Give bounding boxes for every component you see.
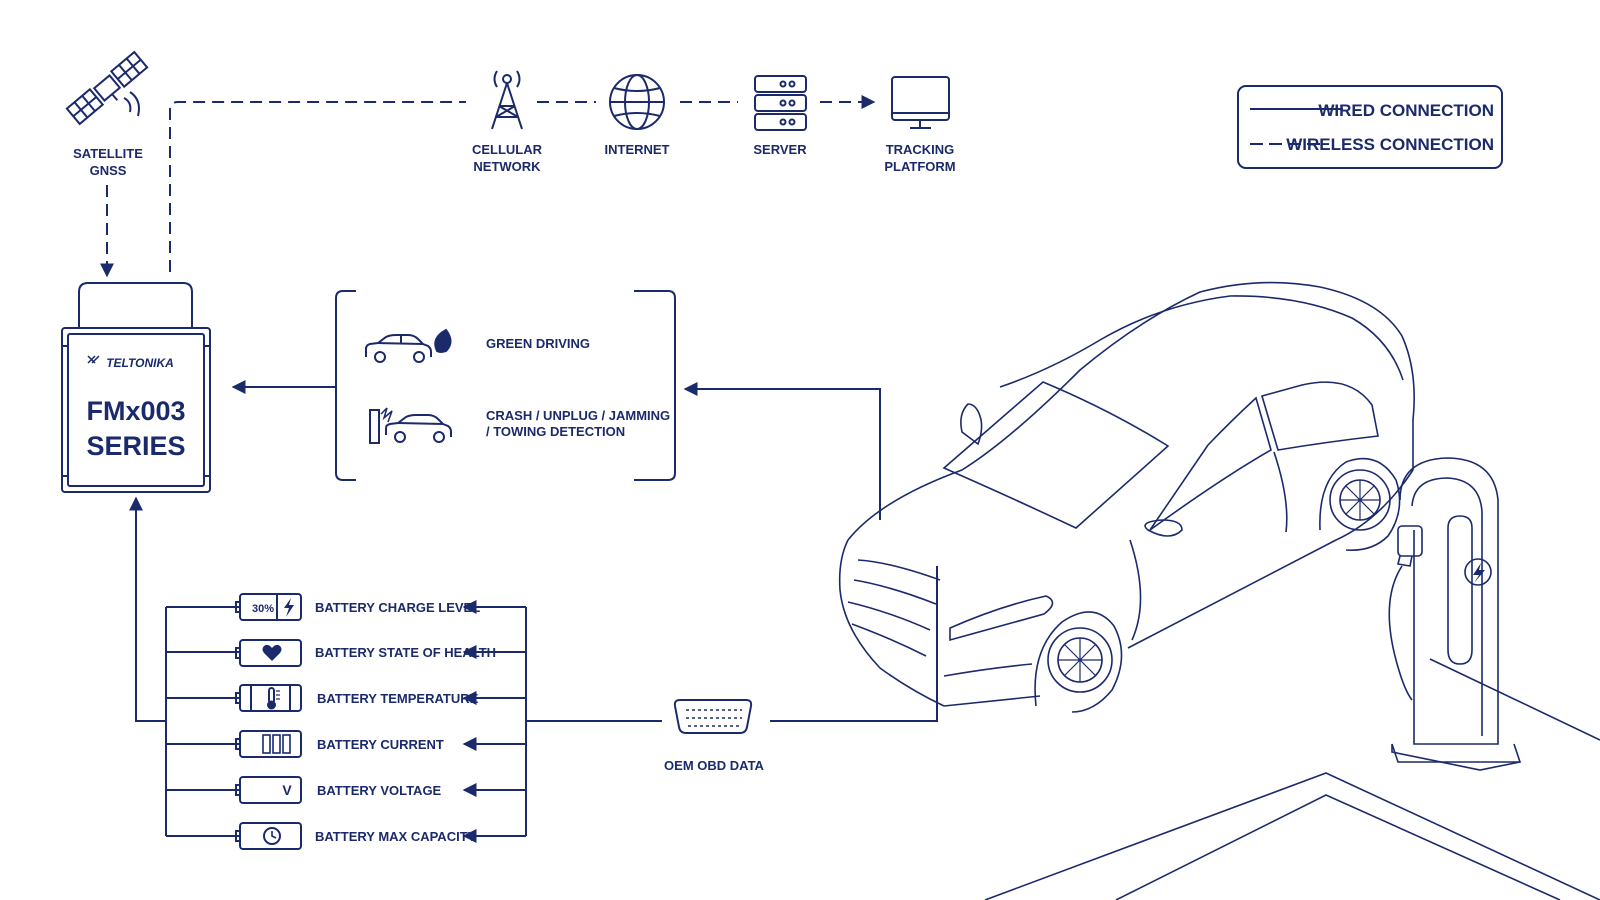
charging-station-icon (1388, 457, 1522, 771)
battery-charge-icon: 30% (235, 593, 302, 621)
battery-voltage-icon: V (235, 776, 302, 804)
battery-health-label: BATTERY STATE OF HEALTH (315, 645, 496, 660)
legend-wireless-label: WIRELESS CONNECTION (1286, 135, 1494, 154)
parking-floor (984, 658, 1600, 900)
monitor-icon (891, 76, 950, 129)
tracking-label-line1: TRACKING (886, 142, 955, 157)
battery-thermometer-icon (235, 684, 302, 712)
feature-green-driving-label: GREEN DRIVING (486, 336, 590, 351)
obd-to-car-link (770, 566, 938, 722)
server-label: SERVER (753, 142, 807, 157)
battery-charge-label: BATTERY CHARGE LEVEL (315, 600, 480, 615)
satellite-label-line1: SATELLITE (73, 146, 143, 161)
battery-clock-icon (235, 822, 302, 850)
battery-voltage-label: BATTERY VOLTAGE (317, 783, 442, 798)
globe-icon (609, 74, 665, 130)
battery-current-icon (235, 730, 302, 758)
green-car-leaf-icon (365, 328, 452, 363)
internet-label: INTERNET (605, 142, 670, 157)
teltonika-logo-icon (87, 355, 100, 364)
battery-voltage-icon-text: V (282, 782, 292, 798)
obd-label: OEM OBD DATA (664, 758, 765, 773)
cell-tower-icon (491, 70, 523, 130)
battery-capacity-label: BATTERY MAX CAPACITY (315, 829, 477, 844)
battery-temperature-label: BATTERY TEMPERATURE (317, 691, 479, 706)
tracking-label-line2: PLATFORM (884, 159, 955, 174)
electric-car-icon (838, 281, 1415, 713)
battery-heart-icon (235, 639, 302, 667)
battery-current-label: BATTERY CURRENT (317, 737, 444, 752)
cellular-label-line1: CELLULAR (472, 142, 543, 157)
feature-crash-label-line2: / TOWING DETECTION (486, 424, 625, 439)
battery-charge-icon-text: 30% (252, 603, 274, 615)
device-model-line2: SERIES (86, 431, 185, 461)
fmx003-device: TELTONIKA FMx003 SERIES (61, 282, 211, 493)
cellular-label-line2: NETWORK (473, 159, 541, 174)
obd-connector-icon (673, 699, 753, 734)
legend-wired-label: WIRED CONNECTION (1318, 101, 1494, 120)
battery-wiring (129, 496, 662, 843)
wireless-links (100, 95, 876, 278)
feature-crash-label-line1: CRASH / UNPLUG / JAMMING (486, 408, 670, 423)
crash-car-icon (369, 407, 452, 444)
device-brand: TELTONIKA (106, 356, 174, 370)
satellite-icon (65, 50, 149, 126)
server-icon (754, 75, 807, 131)
satellite-label-line2: GNSS (90, 163, 127, 178)
feature-bracket (231, 290, 881, 520)
device-model-line1: FMx003 (86, 396, 185, 426)
legend: WIRED CONNECTION WIRELESS CONNECTION (1237, 85, 1503, 169)
